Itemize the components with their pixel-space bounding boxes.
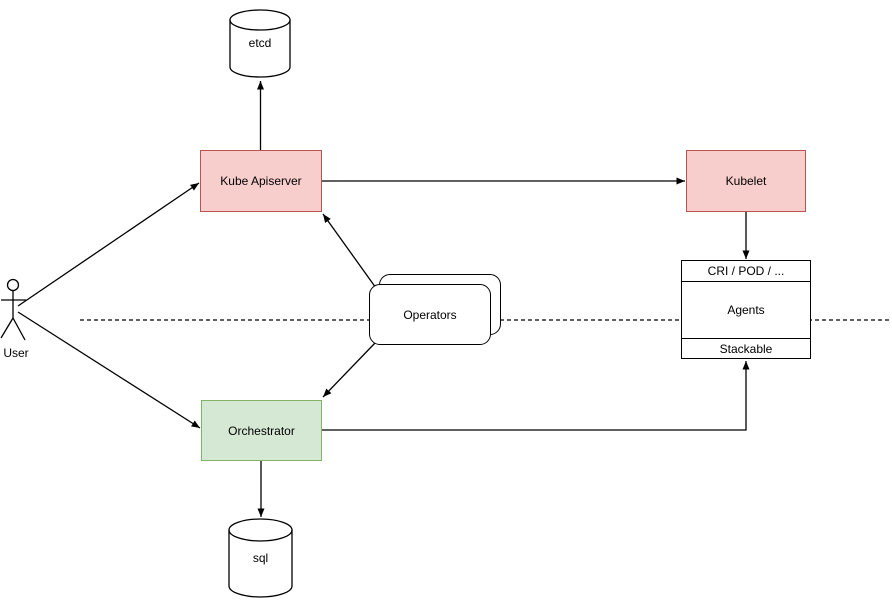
- edge-user-to-apiserver: [17, 182, 200, 307]
- operators-label: Operators: [403, 307, 457, 322]
- edge-operators-to-orchestrator: [322, 342, 376, 398]
- agents-stack-footer: Stackable: [682, 339, 810, 358]
- node-kubelet: Kubelet: [686, 150, 806, 212]
- node-kube-apiserver: Kube Apiserver: [200, 150, 322, 212]
- user-label: User: [3, 346, 29, 360]
- agents-stack-body: Agents: [682, 282, 810, 339]
- edge-operators-to-apiserver: [322, 213, 377, 289]
- agents-stack-header: CRI / POD / ...: [682, 261, 810, 282]
- node-agents-stack: CRI / POD / ... Agents Stackable: [681, 260, 811, 359]
- agents-label: Agents: [727, 303, 765, 317]
- kubelet-label: Kubelet: [725, 174, 767, 188]
- user-actor-icon: [0, 278, 26, 341]
- cri-pod-label: CRI / POD / ...: [707, 264, 785, 278]
- etcd-cylinder-shape: [229, 9, 291, 78]
- edge-user-to-orchestrator: [17, 311, 201, 429]
- sql-cylinder-shape: [228, 518, 293, 598]
- sql-label: sql: [252, 551, 269, 565]
- kube-apiserver-label: Kube Apiserver: [220, 174, 302, 188]
- stackable-label: Stackable: [719, 341, 773, 356]
- node-orchestrator: Orchestrator: [201, 400, 322, 461]
- orchestrator-label: Orchestrator: [228, 423, 295, 438]
- node-operators: Operators: [369, 284, 491, 345]
- edge-orchestrator-to-stackable: [322, 361, 750, 431]
- etcd-label: etcd: [248, 36, 272, 50]
